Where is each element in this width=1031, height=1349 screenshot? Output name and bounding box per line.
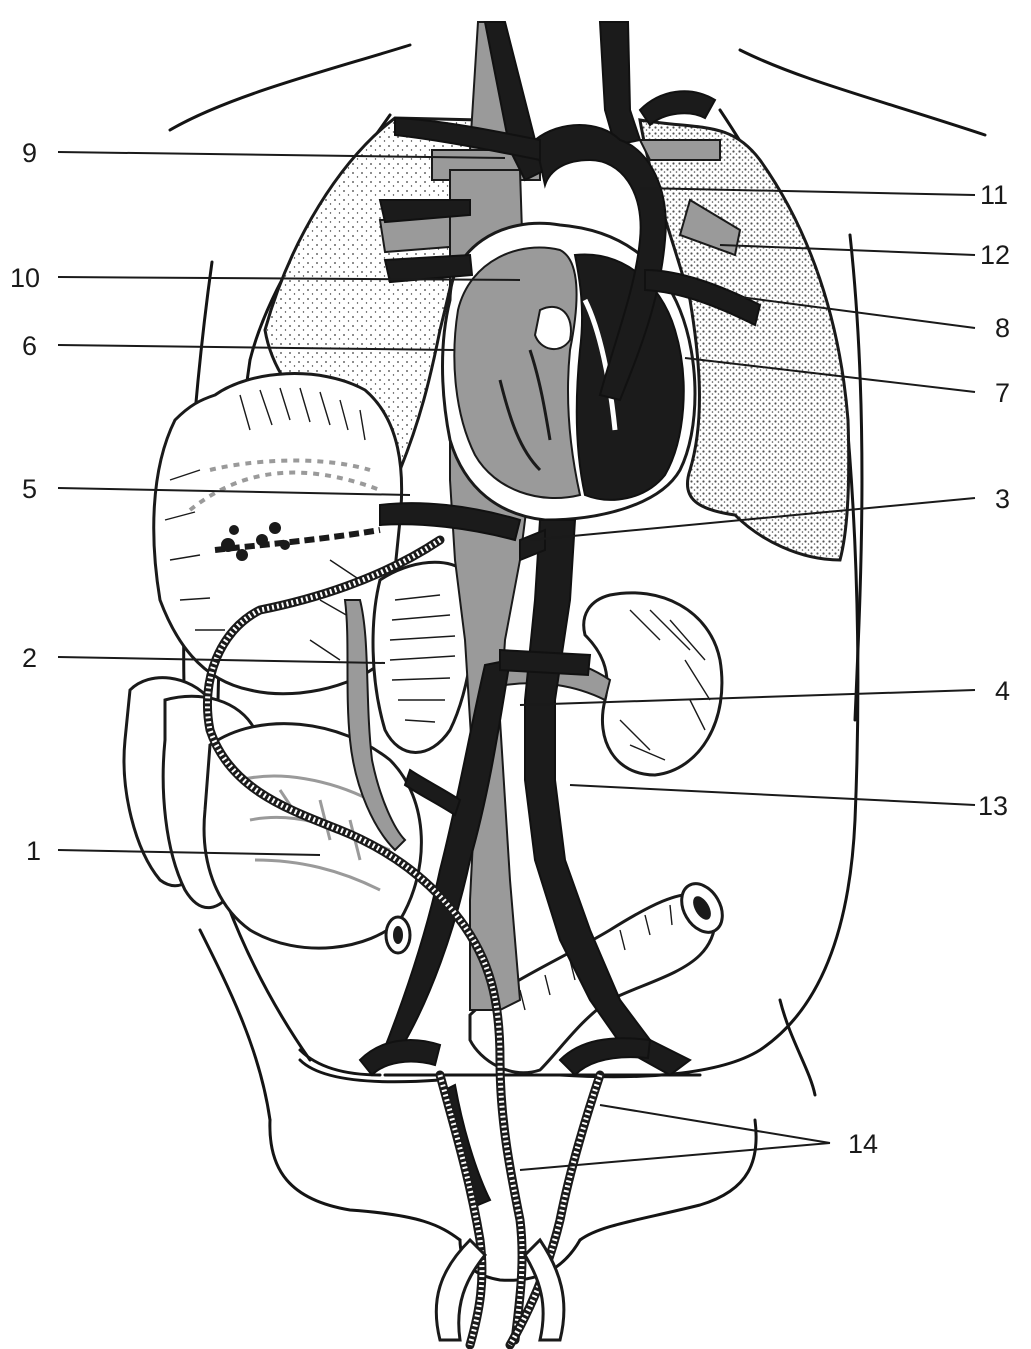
label-5: 5 [22, 474, 37, 504]
label-4: 4 [995, 676, 1010, 706]
label-13: 13 [978, 791, 1008, 821]
label-7: 7 [995, 378, 1010, 408]
leader-13 [570, 785, 975, 805]
label-1: 1 [26, 836, 41, 866]
label-2: 2 [22, 643, 37, 673]
label-10: 10 [10, 263, 40, 293]
leader-14b [520, 1143, 830, 1170]
label-11: 11 [980, 180, 1008, 210]
label-14: 14 [848, 1129, 878, 1159]
label-6: 6 [22, 331, 37, 361]
leader-14a [600, 1105, 830, 1143]
pelvic-vessels [436, 1240, 564, 1340]
label-9: 9 [22, 138, 37, 168]
label-8: 8 [995, 313, 1010, 343]
label-12: 12 [980, 240, 1010, 270]
label-3: 3 [995, 484, 1010, 514]
